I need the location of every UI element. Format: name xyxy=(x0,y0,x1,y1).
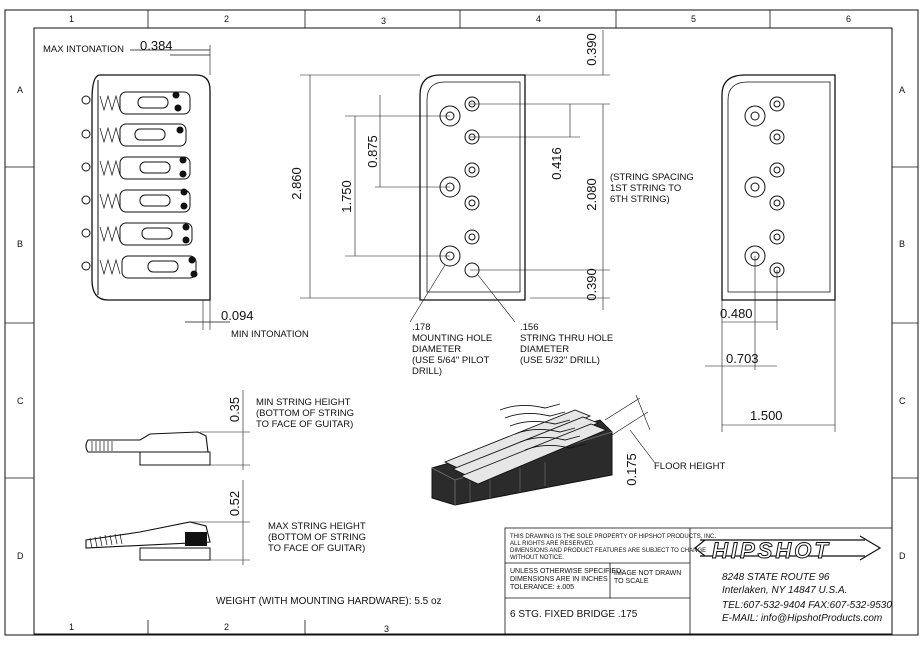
dim-0416: 0.416 xyxy=(548,147,564,180)
zone-ticks xyxy=(5,10,918,635)
zone-label-left-d: D xyxy=(17,551,24,561)
zone-label-right-a: A xyxy=(899,85,906,95)
zone-label-left-c: C xyxy=(17,396,24,406)
string-thru-hole-note: .156 STRING THRU HOLE DIAMETER (USE 5/32… xyxy=(520,322,614,366)
dim-1500: 1.500 xyxy=(750,408,783,423)
zone-label-left-a: A xyxy=(17,85,24,95)
tolerance-note: UNLESS OTHERWISE SPECIFIED: DIMENSIONS A… xyxy=(510,568,624,591)
hipshot-logo: HIPSHOT xyxy=(712,538,831,564)
dim-min-intonation: 0.094 xyxy=(221,308,254,323)
zone-label-top-1: 1 xyxy=(69,14,75,24)
zone-label-top-2: 2 xyxy=(224,14,230,24)
zone-label-top-5: 5 xyxy=(691,14,697,24)
dim-max-intonation: 0.384 xyxy=(140,38,173,53)
property-notice: THIS DRAWING IS THE SOLE PROPERTY OF HIP… xyxy=(510,534,717,561)
dim-1750: 1.750 xyxy=(338,180,354,213)
dim-0875: 0.875 xyxy=(364,135,380,168)
weight-note: WEIGHT (WITH MOUNTING HARDWARE): 5.5 oz xyxy=(216,596,442,607)
title-block xyxy=(504,527,893,635)
hipshot-logo-graphic xyxy=(694,535,882,561)
address-line-1: 8248 STATE ROUTE 96 xyxy=(722,572,830,583)
zone-label-bottom-2: 2 xyxy=(224,622,230,632)
zone-label-right-b: B xyxy=(899,239,906,249)
zone-label-top-6: 6 xyxy=(846,14,852,24)
isometric-bridge xyxy=(431,394,656,506)
dim-0703: 0.703 xyxy=(726,351,759,366)
max-string-height-note: MAX STRING HEIGHT (BOTTOM OF STRING TO F… xyxy=(268,521,366,554)
bridge-mounting-view xyxy=(300,30,610,323)
dim-052: 0.52 xyxy=(227,490,243,517)
phone-fax: TEL:607-532-9404 FAX:607-532-9530 xyxy=(722,600,892,611)
mounting-hole-note: .178 MOUNTING HOLE DIAMETER (USE 5/64" P… xyxy=(412,322,493,377)
outer-border xyxy=(4,9,919,636)
zone-label-top-4: 4 xyxy=(536,14,542,24)
profile-min-height xyxy=(85,390,250,470)
dim-0175: 0.175 xyxy=(623,453,639,486)
springs xyxy=(99,94,121,276)
email: E-MAIL: info@HipshotProducts.com xyxy=(722,613,883,624)
saddles xyxy=(119,91,198,279)
dim-2080: 2.080 xyxy=(583,178,599,211)
profile-max-height xyxy=(85,480,250,565)
part-name: 6 STG. FIXED BRIDGE .175 xyxy=(510,609,638,620)
dim-035: 0.35 xyxy=(227,396,243,423)
zone-label-bottom-3: 3 xyxy=(384,624,390,634)
dim-0390-top: 0.390 xyxy=(583,33,599,66)
dim-2860: 2.860 xyxy=(288,167,304,200)
max-intonation-label: MAX INTONATION xyxy=(43,44,124,55)
dim-0480: 0.480 xyxy=(720,306,753,321)
bridge-top-view-left xyxy=(81,45,230,330)
dim-0390-bottom: 0.390 xyxy=(583,268,599,301)
inner-border xyxy=(33,27,893,635)
zone-label-bottom-1: 1 xyxy=(69,622,75,632)
zone-label-left-b: B xyxy=(17,239,24,249)
zone-label-right-d: D xyxy=(899,551,906,561)
min-intonation-label: MIN INTONATION xyxy=(231,329,309,340)
floor-height-label: FLOOR HEIGHT xyxy=(654,461,726,472)
zone-label-right-c: C xyxy=(899,396,906,406)
zone-label-top-3: 3 xyxy=(381,16,387,26)
scale-note: IMAGE NOT DRAWN TO SCALE xyxy=(614,570,682,585)
address-line-2: Interlaken, NY 14847 U.S.A. xyxy=(722,585,848,596)
string-spacing-note: (STRING SPACING 1ST STRING TO 6TH STRING… xyxy=(610,172,694,205)
bridge-right-view xyxy=(705,74,836,432)
min-string-height-note: MIN STRING HEIGHT (BOTTOM OF STRING TO F… xyxy=(256,397,354,430)
